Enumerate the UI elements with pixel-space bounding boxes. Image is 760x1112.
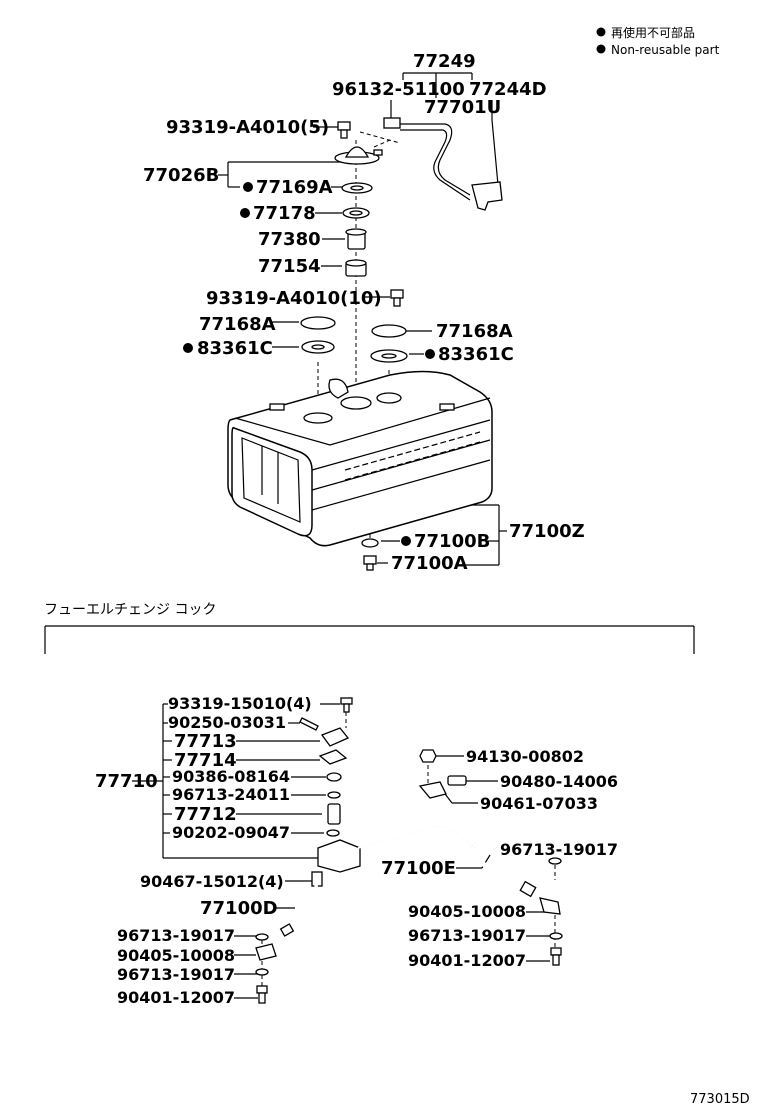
label-77249: 77249: [413, 51, 476, 72]
label-77100A: 77100A: [391, 553, 468, 574]
non-reusable-marker-icon: [596, 44, 606, 54]
label-83361C-right: 83361C: [438, 344, 514, 365]
screw-93319-15010: [340, 697, 353, 713]
non-reusable-marker-icon: [243, 182, 253, 192]
union-90405-10008-b: [539, 897, 561, 915]
lever-77713: [320, 727, 350, 747]
label-96713-19017-b: 96713-19017: [117, 965, 235, 984]
label-77169A: 77169A: [256, 177, 333, 198]
label-77713: 77713: [174, 731, 237, 752]
union-90405-10008-a: [255, 943, 277, 961]
label-90405-10008-a: 90405-10008: [117, 946, 235, 965]
gasket-77169A: [341, 182, 373, 194]
pin-90250-03031: [299, 717, 319, 731]
cock-body-77710: [311, 839, 361, 887]
label-77168A-left: 77168A: [199, 314, 276, 335]
ring-83361C-right: [370, 349, 408, 363]
non-reusable-marker-icon: [240, 208, 250, 218]
label-96713-19017-d: 96713-19017: [408, 926, 526, 945]
bolt-90401-12007-b: [550, 947, 562, 966]
gasket-77168A-right: [371, 324, 407, 338]
hose-77701U: [383, 117, 503, 211]
clamp-90461-07033: [418, 781, 447, 799]
hose-77100D: [279, 883, 318, 937]
gasket-96713-19017-d: [549, 932, 563, 940]
bolt-93319-A4010-5: [337, 121, 351, 139]
nut-94130-00802: [419, 749, 437, 763]
label-83361C-left: 83361C: [197, 338, 273, 359]
fuel-pipe: [357, 824, 473, 849]
label-90461-07033: 90461-07033: [480, 794, 598, 813]
label-96132-51100: 96132-51100: [332, 79, 465, 100]
label-90386-08164: 90386-08164: [172, 767, 290, 786]
drain-washer-77100B: [361, 538, 379, 548]
gasket-96713-19017-b: [255, 968, 269, 976]
label-93319-A4010-10: 93319-A4010(10): [206, 288, 382, 309]
non-reusable-marker-icon: [401, 536, 411, 546]
legend: 再使用不可部品 Non-reusable part: [596, 25, 720, 57]
sub-assembly-77154: [345, 259, 367, 277]
non-reusable-marker-icon: [596, 27, 606, 37]
label-77154: 77154: [258, 256, 321, 277]
label-90467-15012-4: 90467-15012(4): [140, 872, 284, 891]
drain-plug-77100A: [363, 555, 377, 571]
label-77100B: 77100B: [414, 531, 490, 552]
label-77380: 77380: [258, 229, 321, 250]
label-90405-10008-b: 90405-10008: [408, 902, 526, 921]
gasket-96713-19017-a: [255, 933, 269, 941]
tank-group: 77249 96132-51100 77244D 77701U 93319-A4…: [143, 51, 585, 574]
non-reusable-marker-icon: [425, 349, 435, 359]
bolt-90401-12007-a: [256, 985, 268, 1004]
oring-96713-24011: [327, 791, 341, 799]
label-77714: 77714: [174, 750, 237, 771]
label-77100D: 77100D: [200, 898, 278, 919]
figure-id: 773015D: [690, 1092, 750, 1107]
label-77710: 77710: [95, 771, 158, 792]
label-77168A-right: 77168A: [436, 321, 513, 342]
sender-gauge-77026B: [334, 146, 383, 165]
label-94130-00802: 94130-00802: [466, 747, 584, 766]
label-77178: 77178: [253, 203, 316, 224]
plate-77714: [318, 749, 348, 765]
gasket-77168A-left: [300, 316, 336, 330]
label-90401-12007-b: 90401-12007: [408, 951, 526, 970]
label-77100E: 77100E: [381, 858, 456, 879]
bolt-93319-A4010-10: [390, 289, 404, 307]
label-77701U: 77701U: [424, 97, 501, 118]
section-title: フューエルチェンジ コック: [44, 602, 216, 618]
ring-83361C-left: [301, 340, 335, 354]
label-90401-12007-a: 90401-12007: [117, 988, 235, 1007]
label-90250-03031: 90250-03031: [168, 713, 286, 732]
label-77712: 77712: [174, 804, 237, 825]
ring-77178: [342, 207, 370, 219]
gasket-96713-19017-c: [548, 857, 562, 865]
label-90480-14006: 90480-14006: [500, 772, 618, 791]
non-reusable-marker-icon: [183, 343, 193, 353]
washer-90386-08164: [326, 772, 342, 782]
label-96713-19017-c: 96713-19017: [500, 840, 618, 859]
label-96713-19017-a: 96713-19017: [117, 926, 235, 945]
legend-en: Non-reusable part: [611, 43, 720, 57]
label-77026B: 77026B: [143, 165, 219, 186]
label-93319-15010-4: 93319-15010(4): [168, 694, 312, 713]
section-fuel-change-cock: フューエルチェンジ コック: [44, 602, 695, 654]
label-90202-09047: 90202-09047: [172, 823, 290, 842]
cock-group: 93319-15010(4) 90250-03031 77713 77714 7…: [95, 694, 618, 1007]
element-77380: [345, 228, 367, 250]
legend-jp: 再使用不可部品: [611, 25, 695, 40]
hose-77100E: [471, 847, 537, 898]
bolt-90480-14006: [447, 775, 467, 786]
label-93319-A4010-5: 93319-A4010(5): [166, 117, 329, 138]
valve-77712: [327, 803, 341, 825]
label-77100Z: 77100Z: [509, 521, 585, 542]
oring-90202-09047: [326, 829, 340, 837]
fuel-tank: [227, 370, 493, 547]
label-77244D: 77244D: [469, 79, 547, 100]
label-96713-24011: 96713-24011: [172, 785, 290, 804]
